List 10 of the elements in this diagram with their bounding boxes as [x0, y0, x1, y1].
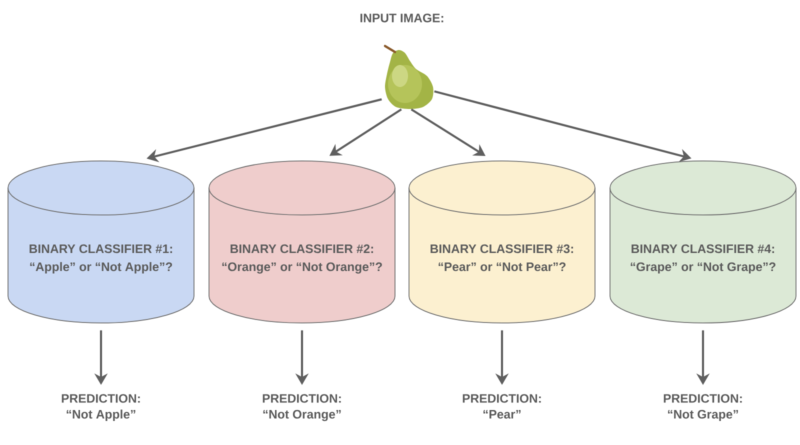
cylinder: BINARY CLASSIFIER #1: “Apple” or “Not Apple”? — [8, 160, 194, 324]
cylinder: BINARY CLASSIFIER #2: “Orange” or “Not Orange”? — [208, 160, 396, 324]
cylinder: BINARY CLASSIFIER #3: “Pear” or “Not Pear”? — [408, 160, 596, 324]
text-label: PREDICTION: “Pear” — [462, 394, 541, 419]
cylinder: BINARY CLASSIFIER #4: “Grape” or “Not Grape”? — [610, 160, 796, 324]
pear-picture — [384, 44, 434, 109]
text-label: PREDICTION: “Not Grape” — [664, 394, 742, 422]
heading: INPUT IMAGE: — [360, 14, 444, 22]
text-label: PREDICTION: “Not Orange” — [262, 394, 341, 422]
text-label: PREDICTION: “Not Apple” — [62, 394, 140, 422]
